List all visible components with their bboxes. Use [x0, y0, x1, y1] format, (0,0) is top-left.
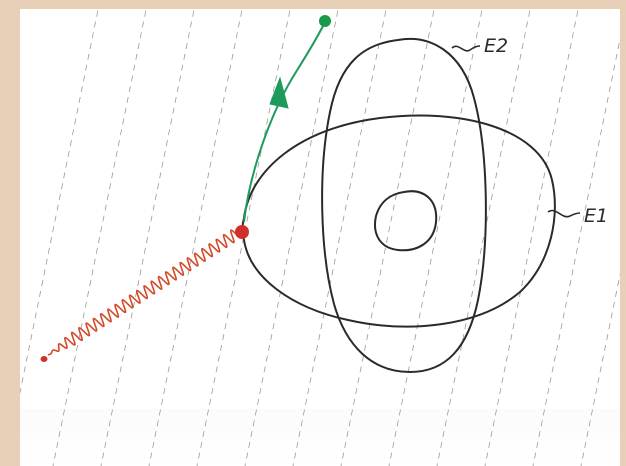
ruled-line [20, 9, 99, 395]
notebook-paper [20, 9, 620, 466]
photon-source-dot [40, 356, 48, 362]
ruled-line [388, 9, 483, 466]
e2-label-tilde [451, 45, 481, 52]
ruled-line [100, 9, 195, 466]
ejected-electron [319, 15, 331, 27]
ruled-line [244, 9, 339, 466]
ruled-line [580, 272, 620, 466]
paper-bottom-fade [20, 409, 620, 466]
orbit-e1-label: E1 [584, 205, 608, 227]
nucleus [374, 190, 438, 252]
orbit-e2-label: E2 [484, 35, 508, 57]
ruled-lines [20, 9, 620, 466]
incoming-photon-wave [47, 229, 237, 356]
ruled-line [532, 37, 620, 466]
ejected-electron-path [243, 23, 325, 223]
e1-label-tilde [547, 209, 581, 218]
ruled-line [340, 9, 435, 466]
orbit-e2-outline [321, 37, 487, 374]
ruled-line [484, 9, 579, 466]
ruled-line [292, 9, 387, 466]
electron [235, 225, 249, 239]
orbit-e1-outline [241, 114, 556, 328]
ejected-direction-arrow [269, 76, 289, 109]
ruled-line [436, 9, 531, 466]
ruled-line [148, 9, 243, 466]
ruled-line [52, 9, 147, 466]
ruled-line [196, 9, 291, 466]
